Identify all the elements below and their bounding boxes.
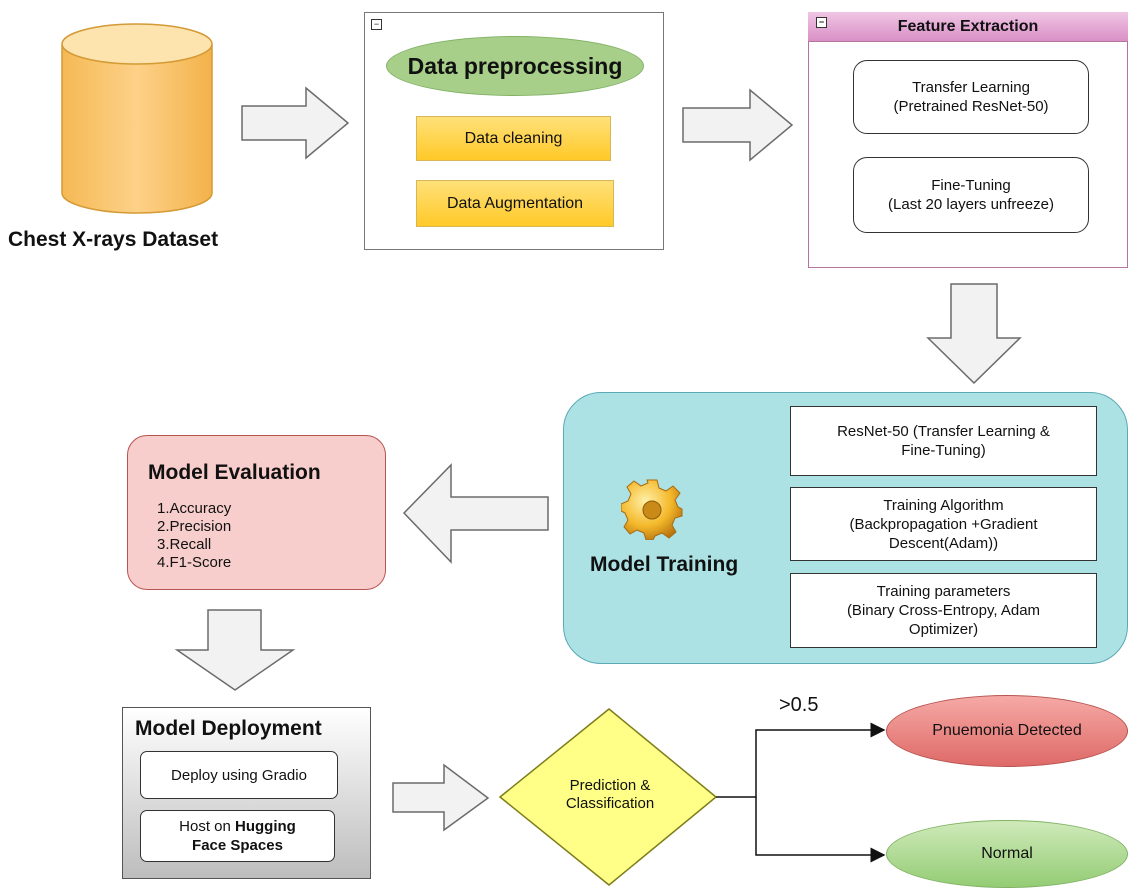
collapse-icon[interactable]: − [371, 19, 382, 30]
pneumonia-detected-node: Pnuemonia Detected [886, 695, 1128, 767]
preprocessing-title: Data preprocessing [386, 36, 644, 96]
metric-item: 3.Recall [157, 536, 212, 553]
feature-extraction-header: Feature Extraction − [808, 12, 1128, 42]
arrow-dataset-to-preprocessing [241, 86, 350, 160]
model-evaluation-title: Model Evaluation [148, 461, 321, 484]
connector-to-pneumonia [716, 722, 886, 798]
metric-item: 2.Precision [157, 518, 232, 535]
model-training-label: Model Training [590, 553, 739, 576]
step-data-augmentation: Data Augmentation [416, 180, 614, 227]
metrics-list: 1.Accuracy 2.Precision 3.Recall 4.F1-Sco… [157, 500, 231, 572]
metric-item: 1.Accuracy [157, 500, 232, 517]
hugging-face-box: Host on Hugging Face Spaces [140, 810, 335, 862]
arrow-evaluation-to-deployment [174, 609, 296, 691]
host-bold-2: Face Spaces [192, 837, 283, 854]
fine-tuning-box: Fine-Tuning (Last 20 layers unfreeze) [853, 157, 1089, 233]
arrow-features-to-training [926, 283, 1022, 385]
model-evaluation-box [127, 435, 386, 590]
resnet-box: ResNet-50 (Transfer Learning & Fine-Tuni… [790, 406, 1097, 476]
step-data-cleaning: Data cleaning [416, 116, 611, 161]
transfer-learning-box: Transfer Learning (Pretrained ResNet-50) [853, 60, 1089, 134]
collapse-icon[interactable]: − [816, 17, 827, 28]
training-parameters-box: Training parameters (Binary Cross-Entrop… [790, 573, 1097, 648]
arrow-deployment-to-prediction [392, 763, 490, 832]
metric-item: 4.F1-Score [157, 554, 232, 571]
normal-node: Normal [886, 820, 1128, 888]
prediction-diamond [498, 708, 718, 886]
feature-extraction-title: Feature Extraction [897, 17, 1039, 35]
host-prefix: Host on [179, 818, 236, 835]
database-cylinder-icon [61, 23, 213, 214]
host-bold-1: Hugging [235, 818, 296, 835]
prediction-label: Prediction & Classification [565, 777, 655, 812]
arrow-preprocessing-to-features [682, 88, 794, 162]
threshold-label: >0.5 [779, 694, 819, 716]
gear-icon [621, 479, 683, 540]
arrow-training-to-evaluation [402, 463, 549, 564]
dataset-label: Chest X-rays Dataset [8, 228, 219, 251]
gradio-box: Deploy using Gradio [140, 751, 338, 799]
model-deployment-title: Model Deployment [135, 717, 322, 740]
training-algorithm-box: Training Algorithm (Backpropagation +Gra… [790, 487, 1097, 561]
connector-to-normal [755, 797, 886, 863]
